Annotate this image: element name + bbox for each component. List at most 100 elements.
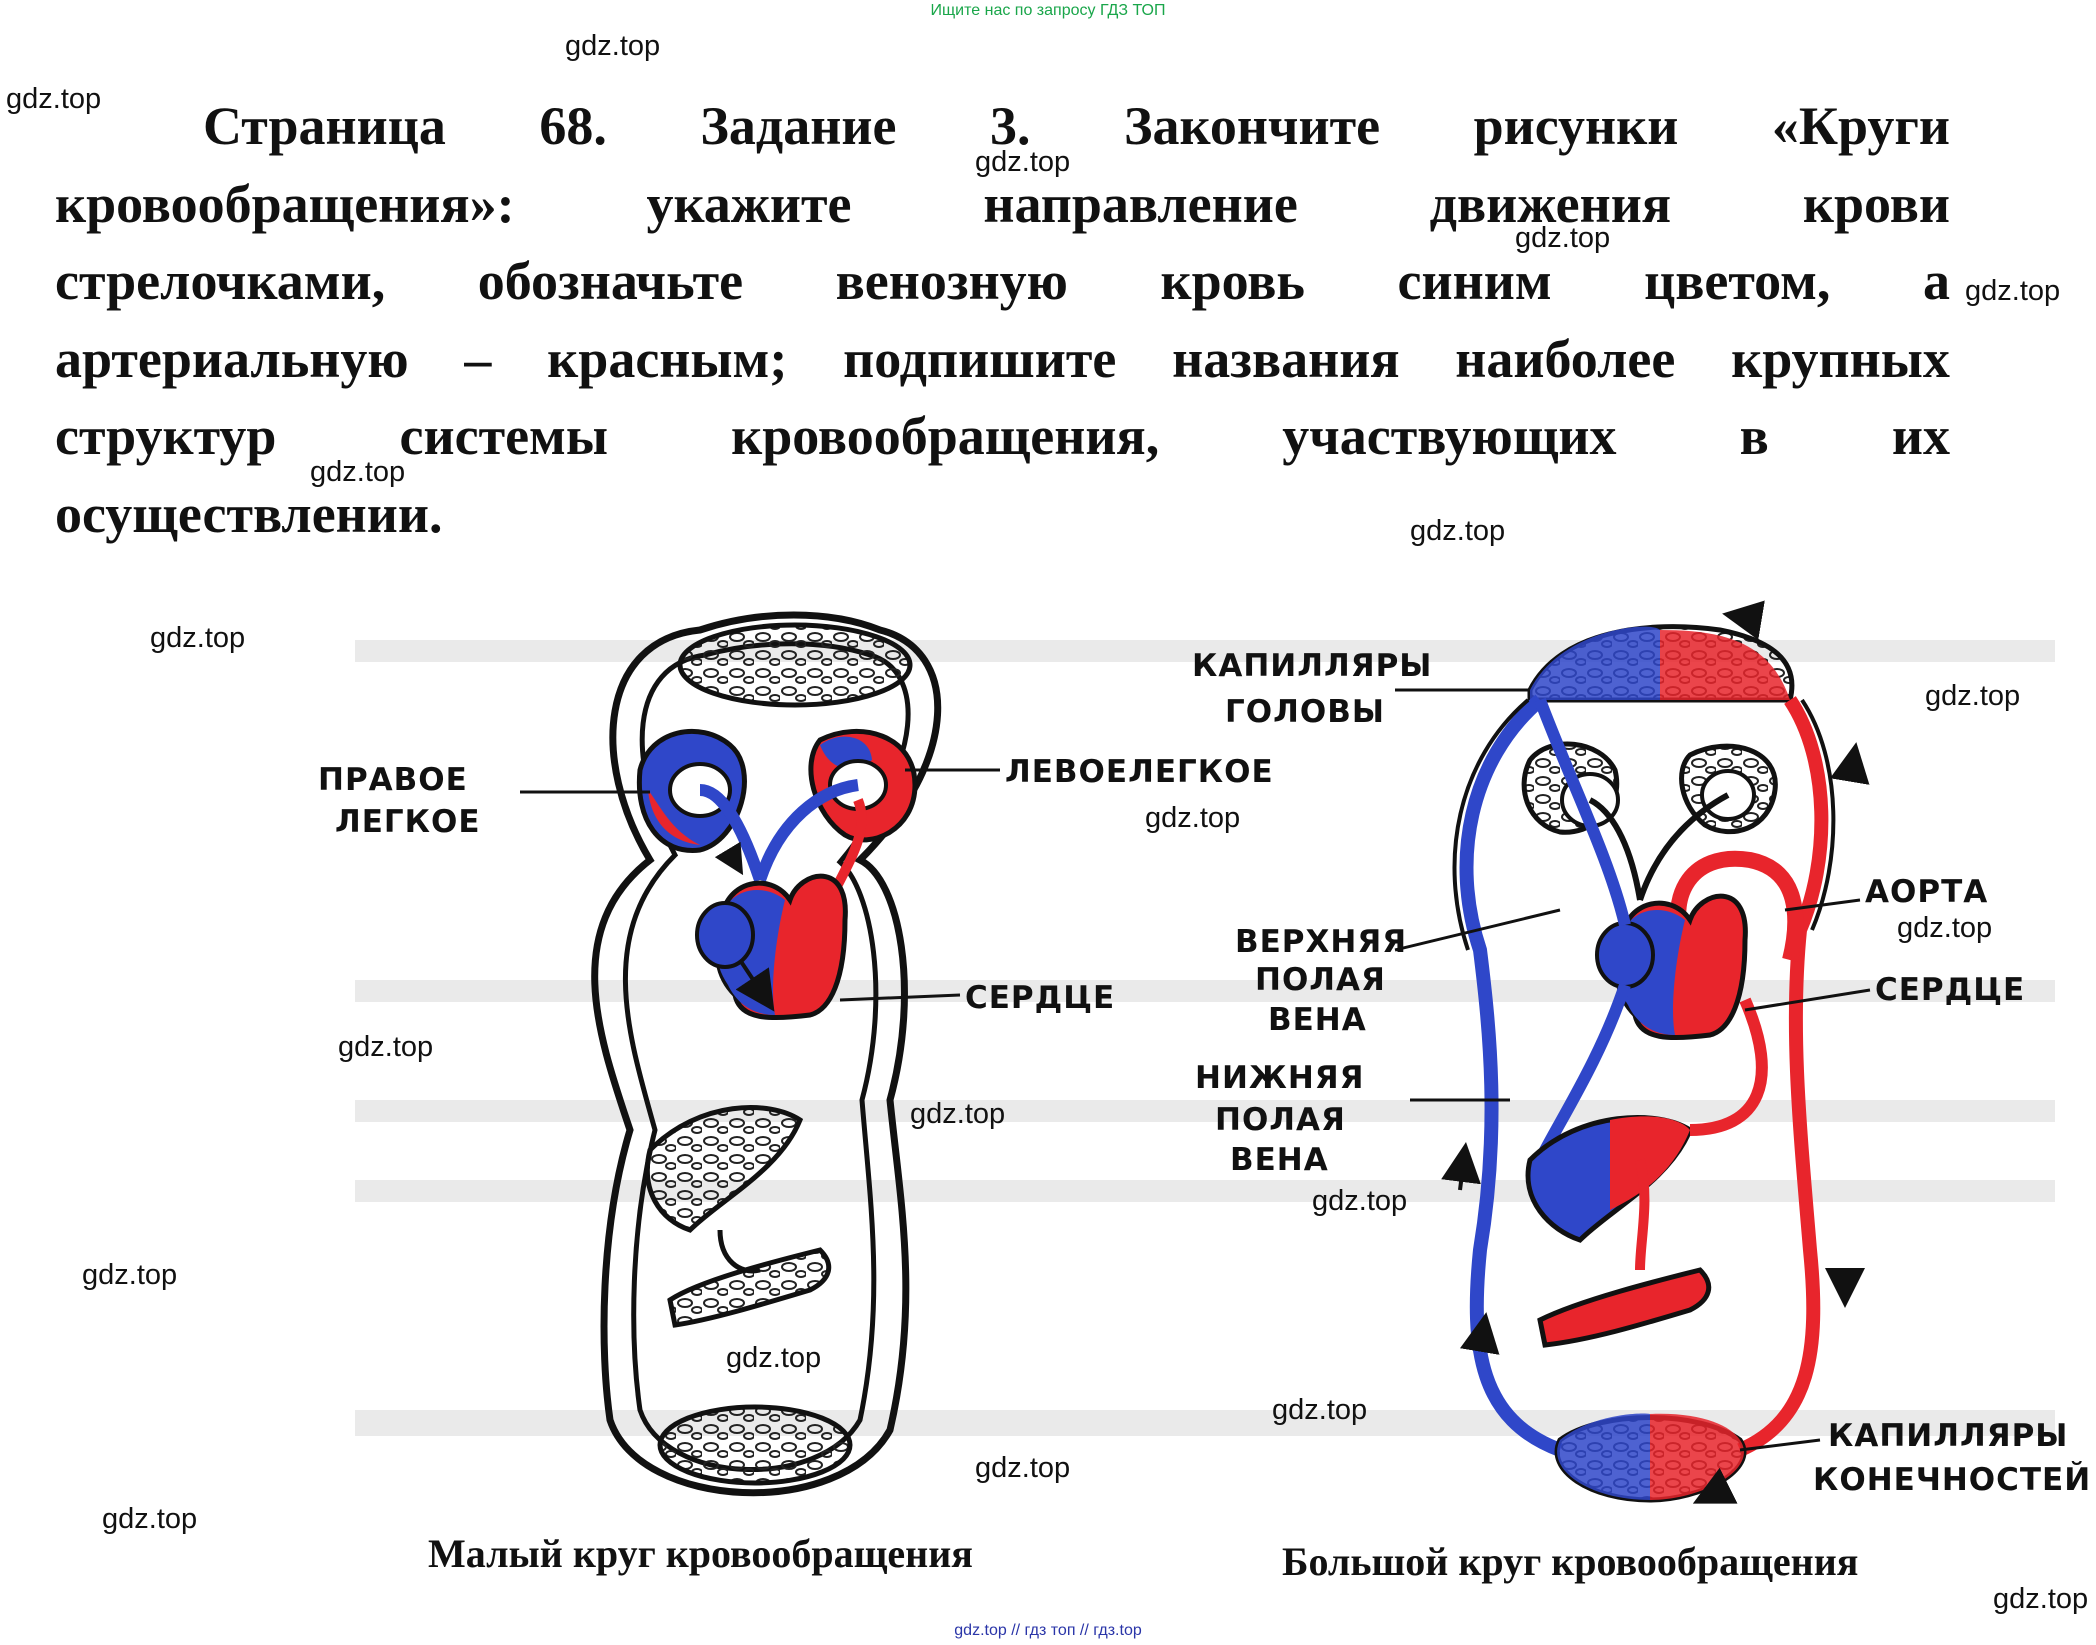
task-line-1: Страница 68. Задание 3. Закончите рисунк… — [55, 88, 1950, 166]
task-word: рисунки — [1473, 96, 1679, 156]
small-circle-diagram — [520, 611, 1000, 1497]
watermark: gdz.top — [82, 1259, 178, 1291]
task-word: а — [1922, 251, 1950, 311]
label-head-capillaries-2: ГОЛОВЫ — [1225, 694, 1385, 730]
watermark: gdz.top — [310, 456, 406, 488]
watermark: gdz.top — [338, 1031, 434, 1063]
superior-vena-cava — [1534, 697, 1631, 927]
watermark: gdz.top — [150, 622, 246, 654]
watermark: gdz.top — [1312, 1185, 1408, 1217]
flow-arrow — [1692, 1467, 1738, 1504]
label-svc-2: ПОЛАЯ — [1255, 962, 1386, 998]
leader-heart-small — [839, 993, 961, 1002]
label-ivc-3: ВЕНА — [1230, 1142, 1329, 1178]
task-word: структур — [55, 406, 277, 466]
task-word: 68. — [539, 96, 607, 156]
task-word: кровь — [1160, 251, 1305, 311]
task-word: крупных — [1731, 328, 1950, 389]
watermark: gdz.top — [975, 146, 1071, 178]
label-aorta: АОРТА — [1865, 874, 1988, 910]
task-word: стрелочками, — [55, 251, 386, 311]
task-word: укажите — [646, 173, 852, 234]
watermark: gdz.top — [1993, 1583, 2089, 1615]
task-word: их — [1891, 406, 1950, 466]
task-word: Закончите — [1123, 96, 1381, 156]
task-word: Страница — [203, 96, 446, 156]
task-word: кровообращения»: — [55, 173, 515, 234]
task-word: кровообращения, — [731, 406, 1160, 466]
task-word: названия — [1172, 328, 1400, 389]
label-right-lung-1: ПРАВОЕ — [318, 762, 468, 798]
watermark: gdz.top — [1145, 802, 1241, 834]
watermark: gdz.top — [1515, 222, 1611, 254]
watermark: gdz.top — [1410, 515, 1506, 547]
footer-links: gdz.top // гдз топ // гдз.top — [954, 1622, 1142, 1639]
lung-capillary-bed — [677, 622, 913, 708]
watermark: gdz.top — [975, 1452, 1071, 1484]
task-line-2: кровообращения»: укажите направление дви… — [55, 166, 1950, 244]
task-word: движения — [1429, 173, 1672, 234]
task-word: обозначьте — [477, 251, 744, 311]
flow-arrow — [1722, 600, 1765, 640]
watermark: gdz.top — [910, 1098, 1006, 1130]
label-limb-capillaries-2: КОНЕЧНОСТЕЙ — [1813, 1462, 2091, 1498]
caption-small-circle: Малый круг кровообращения — [428, 1531, 973, 1576]
liver-organ — [644, 1105, 804, 1233]
task-word: – — [464, 328, 492, 389]
flow-arrow — [1441, 1142, 1481, 1191]
leader-aorta — [1784, 898, 1861, 912]
label-heart-small: СЕРДЦЕ — [965, 980, 1115, 1016]
label-svc-3: ВЕНА — [1268, 1002, 1367, 1038]
task-word: Задание — [700, 96, 897, 156]
limb-capillary-bed — [657, 1404, 853, 1486]
task-word: 3. — [989, 96, 1031, 156]
task-word: наиболее — [1455, 328, 1676, 389]
large-circle-diagram — [1394, 600, 1871, 1504]
label-limb-capillaries-1: КАПИЛЛЯРЫ — [1828, 1418, 2068, 1454]
task-line-6: осуществлении. — [55, 476, 1950, 554]
label-right-lung-2: ЛЕГКОЕ — [335, 804, 481, 840]
arterial-loop — [1737, 696, 1829, 1457]
flow-arrow — [1460, 1312, 1500, 1355]
watermark: gdz.top — [1272, 1394, 1368, 1426]
task-word: подпишите — [843, 328, 1117, 389]
leader-limb-capillaries — [1739, 1438, 1821, 1452]
task-word: системы — [399, 406, 609, 466]
task-word: крови — [1802, 173, 1950, 234]
task-line-4: артериальную – красным; подпишите назван… — [55, 321, 1950, 399]
label-head-capillaries-1: КАПИЛЛЯРЫ — [1192, 648, 1432, 684]
watermark: gdz.top — [1897, 912, 1993, 944]
task-word: направление — [983, 173, 1298, 234]
intestine-organ-colored — [1537, 1267, 1712, 1348]
leader-superior-vena-cava — [1394, 908, 1561, 952]
outer-vessel-loop — [591, 611, 942, 1497]
search-banner: Ищите нас по запросу ГДЗ ТОП — [930, 2, 1166, 19]
leader-heart-large — [1744, 988, 1871, 1012]
label-ivc-1: НИЖНЯЯ — [1195, 1060, 1365, 1096]
watermark: gdz.top — [1925, 680, 2021, 712]
intestine-organ — [667, 1247, 832, 1328]
task-line-5: структур системы кровообращения, участву… — [55, 398, 1950, 476]
task-word: цветом, — [1644, 251, 1831, 311]
watermark: gdz.top — [1965, 275, 2061, 307]
watermark: gdz.top — [565, 30, 661, 62]
task-text: Страница 68. Задание 3. Закончите рисунк… — [55, 88, 1950, 553]
task-word: венозную — [835, 251, 1068, 311]
task-word: артериальную — [55, 328, 409, 389]
task-word: красным; — [547, 328, 788, 389]
flow-arrow — [1830, 742, 1870, 785]
watermark: gdz.top — [6, 83, 102, 115]
task-word: участвующих — [1282, 406, 1617, 466]
watermark: gdz.top — [726, 1342, 822, 1374]
label-svc-1: ВЕРХНЯЯ — [1235, 924, 1407, 960]
watermark: gdz.top — [102, 1503, 198, 1535]
label-ivc-2: ПОЛАЯ — [1215, 1102, 1346, 1138]
venous-loop — [1459, 694, 1563, 1457]
label-heart-large: СЕРДЦЕ — [1875, 972, 2025, 1008]
task-word: в — [1739, 406, 1769, 466]
task-word: синим — [1397, 251, 1552, 311]
task-word: осуществлении. — [55, 483, 443, 544]
label-left-lung: ЛЕВОЕЛЕГКОЕ — [1005, 754, 1274, 790]
caption-large-circle: Большой круг кровообращения — [1282, 1539, 1859, 1584]
